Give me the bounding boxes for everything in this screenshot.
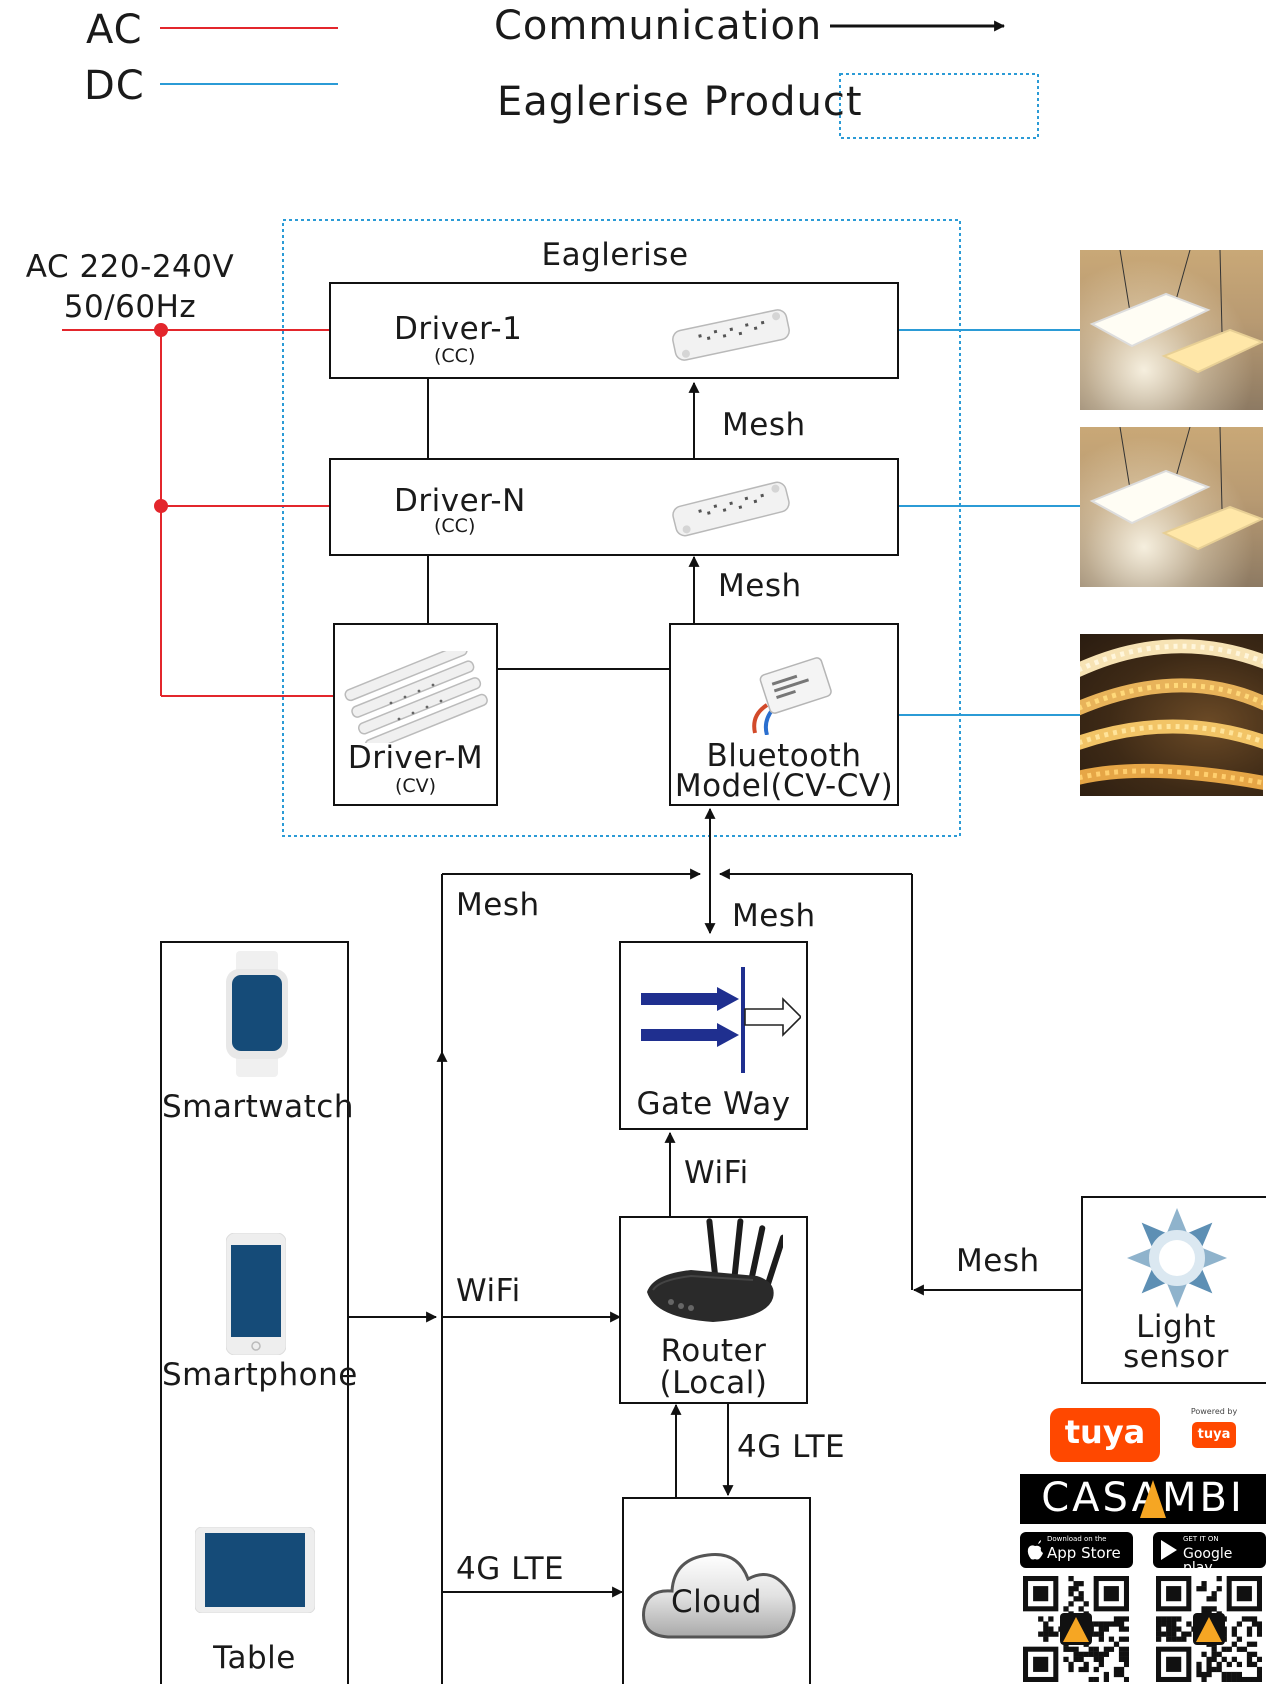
cloud-label: Cloud bbox=[670, 1584, 763, 1620]
powered-by-tuya-badge: Powered by tuya bbox=[1188, 1408, 1240, 1462]
smartphone-label: Smartphone bbox=[162, 1357, 358, 1393]
driver-1-device-icon bbox=[672, 309, 790, 361]
google-play-button[interactable]: GET IT ON Google play bbox=[1153, 1532, 1266, 1575]
driver-n-device-icon bbox=[672, 481, 790, 537]
bluetooth-module-icon bbox=[752, 657, 832, 735]
apple-icon bbox=[1027, 1540, 1043, 1560]
internal-links bbox=[427, 378, 700, 670]
bluetooth-module-box: Bluetooth Model(CV-CV) bbox=[669, 623, 899, 806]
casambi-logo-text: CASAMBI bbox=[1041, 1475, 1245, 1521]
wifi-label-left: WiFi bbox=[456, 1273, 521, 1309]
app-store-text: App Store bbox=[1047, 1544, 1121, 1562]
driver-1-box: Driver-1 (CC) bbox=[329, 282, 899, 379]
google-play-text: Google play bbox=[1183, 1546, 1233, 1576]
driver-1-name: Driver-1 bbox=[394, 311, 523, 347]
app-store-small-text: Download on the bbox=[1047, 1535, 1107, 1543]
router-icon bbox=[647, 1218, 783, 1322]
tablet-label: Table bbox=[213, 1640, 296, 1676]
legend-dc-label: DC bbox=[84, 63, 145, 109]
tuya-logo: tuya bbox=[1050, 1408, 1160, 1462]
driver-n-box: Driver-N (CC) bbox=[329, 458, 899, 556]
ac-junction-middle bbox=[154, 499, 168, 513]
power-input-frequency: 50/60Hz bbox=[63, 289, 197, 325]
bluetooth-module-label-line1: Bluetooth bbox=[706, 738, 862, 774]
gateway-icon bbox=[641, 967, 801, 1073]
gateway-box: Gate Way bbox=[619, 941, 808, 1130]
router-label-line1: Router bbox=[660, 1333, 767, 1369]
app-store-button[interactable]: Download on the App Store bbox=[1020, 1532, 1133, 1568]
driver-m-type: (CV) bbox=[394, 775, 437, 797]
legend-product-box bbox=[839, 73, 1039, 139]
smartwatch-icon bbox=[226, 951, 288, 1077]
panel-light-photo-2 bbox=[1080, 427, 1263, 587]
smartwatch-label: Smartwatch bbox=[162, 1089, 354, 1125]
google-play-icon bbox=[1161, 1540, 1177, 1560]
router-label-line2: (Local) bbox=[659, 1365, 768, 1401]
cloud-icon bbox=[642, 1553, 796, 1639]
eaglerise-boundary bbox=[282, 219, 961, 837]
cloud-box: Cloud bbox=[622, 1497, 811, 1684]
qr-code-app-store[interactable] bbox=[1023, 1576, 1130, 1683]
mesh-label-right: Mesh bbox=[956, 1243, 1040, 1279]
wifi-label-up: WiFi bbox=[684, 1155, 749, 1191]
router-box: Router (Local) bbox=[619, 1216, 808, 1404]
driver-m-box: Driver-M (CV) bbox=[333, 623, 498, 806]
led-strip-photo bbox=[1080, 634, 1263, 796]
light-sensor-label-line1: Light bbox=[1136, 1309, 1216, 1345]
power-input-voltage: AC 220-240V bbox=[25, 249, 235, 285]
mesh-bus bbox=[436, 807, 1082, 1684]
powered-by-text: Powered by bbox=[1190, 1407, 1238, 1416]
casambi-logo: CASAMBI bbox=[1020, 1474, 1266, 1524]
mesh-label-left: Mesh bbox=[456, 887, 540, 923]
light-sensor-box: Light sensor bbox=[1081, 1196, 1266, 1384]
mesh-label-center: Mesh bbox=[732, 898, 816, 934]
driver-m-name: Driver-M bbox=[347, 740, 484, 776]
eaglerise-title: Eaglerise bbox=[541, 237, 689, 273]
tuya-logo-text: tuya bbox=[1064, 1413, 1146, 1451]
legend-ac-label: AC bbox=[86, 7, 143, 53]
google-play-small-text: GET IT ON bbox=[1183, 1535, 1219, 1543]
ac-wiring bbox=[62, 329, 334, 697]
powered-by-tuya-logo: tuya bbox=[1192, 1422, 1236, 1448]
qr-code-google-play[interactable] bbox=[1156, 1576, 1263, 1683]
lte-label-left: 4G LTE bbox=[456, 1551, 565, 1587]
network-links bbox=[348, 1131, 734, 1598]
driver-1-type: (CC) bbox=[434, 345, 476, 367]
driver-m-device-icon bbox=[344, 651, 488, 743]
legend-communication-label: Communication bbox=[494, 3, 823, 49]
panel-light-photo-1 bbox=[1080, 250, 1263, 410]
user-devices-panel: Smartwatch Smartphone Table bbox=[160, 941, 358, 1684]
gateway-label: Gate Way bbox=[636, 1086, 791, 1122]
bluetooth-module-label-line2: Model(CV-CV) bbox=[674, 768, 894, 804]
driver-n-type: (CC) bbox=[434, 515, 476, 537]
light-sensor-label-line2: sensor bbox=[1123, 1339, 1229, 1375]
lte-label-right: 4G LTE bbox=[737, 1429, 846, 1465]
mesh-label-lower: Mesh bbox=[718, 568, 802, 604]
light-sensor-icon bbox=[1127, 1208, 1227, 1308]
mesh-label-upper: Mesh bbox=[722, 407, 806, 443]
ac-junction-top bbox=[154, 323, 168, 337]
legend-product-label: Eaglerise Product bbox=[497, 79, 863, 125]
smartphone-icon bbox=[226, 1233, 286, 1355]
tablet-icon bbox=[195, 1527, 315, 1613]
dc-wiring bbox=[898, 329, 1080, 716]
driver-n-name: Driver-N bbox=[394, 483, 526, 519]
